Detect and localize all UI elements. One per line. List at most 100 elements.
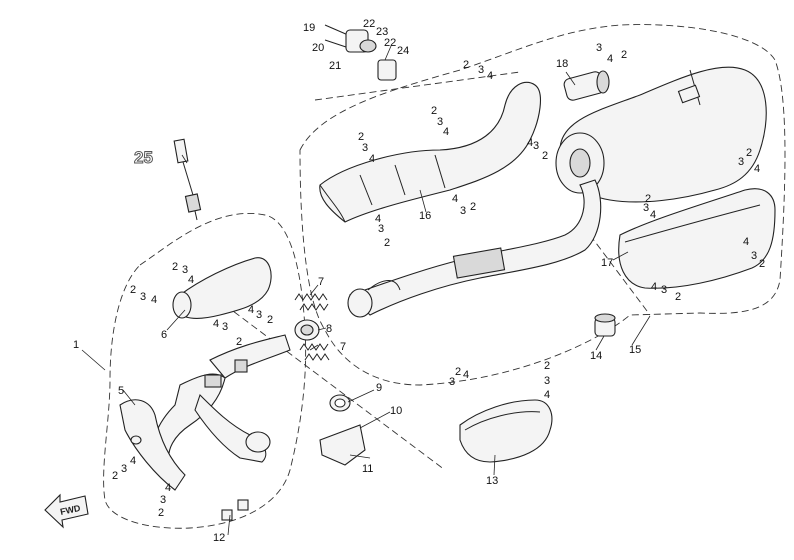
callout-3: 3 bbox=[596, 42, 602, 54]
callout-4: 4 bbox=[463, 369, 469, 381]
callout-19: 19 bbox=[303, 22, 315, 34]
callout-4: 4 bbox=[213, 318, 219, 330]
assembly-1-boundary bbox=[103, 213, 307, 529]
callout-21: 21 bbox=[329, 60, 341, 72]
callout-3: 3 bbox=[478, 64, 484, 76]
callout-2: 2 bbox=[645, 193, 651, 205]
callout-4: 4 bbox=[544, 389, 550, 401]
callout-3: 3 bbox=[449, 376, 455, 388]
callout-22: 22 bbox=[363, 18, 375, 30]
callout-3: 3 bbox=[362, 142, 368, 154]
callout-2: 2 bbox=[455, 366, 461, 378]
part-17-muffler-shield bbox=[618, 188, 776, 289]
callout-4: 4 bbox=[743, 236, 749, 248]
part-8-gasket bbox=[294, 319, 320, 341]
callout-1: 1 bbox=[73, 339, 79, 351]
callout-2: 2 bbox=[746, 147, 752, 159]
callout-4: 4 bbox=[165, 482, 171, 494]
callout-3: 3 bbox=[661, 284, 667, 296]
callout-4: 4 bbox=[487, 70, 493, 82]
callout-4: 4 bbox=[452, 193, 458, 205]
callout-18: 18 bbox=[556, 58, 568, 70]
callout-3: 3 bbox=[256, 309, 262, 321]
callout-11: 11 bbox=[362, 463, 373, 475]
callout-4: 4 bbox=[130, 455, 136, 467]
callout-13: 13 bbox=[486, 475, 498, 487]
part-hanger-bolt-set bbox=[324, 24, 397, 81]
callout-2: 2 bbox=[463, 59, 469, 71]
callout-17: 17 bbox=[601, 257, 613, 269]
callout-2: 2 bbox=[172, 261, 178, 273]
part-18-spark-arrester bbox=[563, 70, 610, 101]
callout-4: 4 bbox=[248, 304, 254, 316]
callout-2: 2 bbox=[542, 150, 548, 162]
callout-3: 3 bbox=[437, 116, 443, 128]
callout-2: 2 bbox=[544, 360, 550, 372]
callout-5: 5 bbox=[118, 385, 124, 397]
callout-3: 3 bbox=[182, 264, 188, 276]
callout-2: 2 bbox=[358, 131, 364, 143]
part-9-gasket bbox=[329, 394, 351, 412]
callout-3: 3 bbox=[378, 223, 384, 235]
callout-7: 7 bbox=[340, 341, 346, 353]
callout-23: 23 bbox=[376, 26, 388, 38]
callout-labels: 1 5 6 7 7 8 9 10 11 12 13 14 15 16 17 18… bbox=[73, 18, 765, 544]
callout-2: 2 bbox=[621, 49, 627, 61]
callout-4: 4 bbox=[375, 213, 381, 225]
part-7-springs bbox=[294, 293, 330, 361]
callout-3: 3 bbox=[222, 321, 228, 333]
callout-15: 15 bbox=[629, 344, 641, 356]
reference-line bbox=[314, 71, 521, 101]
callout-3: 3 bbox=[160, 494, 166, 506]
callout-20: 20 bbox=[312, 42, 324, 54]
part-5-lower-shield bbox=[119, 399, 186, 491]
callout-16: 16 bbox=[419, 210, 431, 222]
callout-24: 24 bbox=[397, 45, 409, 57]
reference-line bbox=[589, 234, 651, 316]
callout-4: 4 bbox=[369, 153, 375, 165]
callout-22: 22 bbox=[384, 37, 396, 49]
callout-2: 2 bbox=[384, 237, 390, 249]
leader-lines bbox=[81, 45, 651, 536]
part-14-grommet bbox=[594, 313, 616, 337]
callout-3: 3 bbox=[643, 202, 649, 214]
callout-3: 3 bbox=[533, 140, 539, 152]
callout-4: 4 bbox=[527, 137, 533, 149]
part-10-bracket bbox=[319, 424, 366, 466]
callout-14: 14 bbox=[590, 350, 602, 362]
callout-2: 2 bbox=[130, 284, 136, 296]
callout-2: 2 bbox=[158, 507, 164, 519]
callout-4: 4 bbox=[188, 274, 194, 286]
part-13-tailpipe-shield bbox=[459, 399, 553, 463]
callout-2: 2 bbox=[759, 258, 765, 270]
callout-4: 4 bbox=[650, 209, 656, 221]
callout-2: 2 bbox=[470, 201, 476, 213]
callout-12: 12 bbox=[213, 532, 225, 544]
callout-2: 2 bbox=[431, 105, 437, 117]
callout-3: 3 bbox=[121, 463, 127, 475]
callout-8: 8 bbox=[326, 323, 332, 335]
callout-4: 4 bbox=[607, 53, 613, 65]
callout-3: 3 bbox=[140, 291, 146, 303]
callout-10: 10 bbox=[390, 405, 402, 417]
part-mid-pipe bbox=[347, 179, 602, 318]
part-12-clamp bbox=[221, 499, 249, 521]
callout-4: 4 bbox=[651, 281, 657, 293]
part-6-header-shield bbox=[172, 257, 272, 319]
part-1-header bbox=[151, 334, 291, 471]
fwd-label: FWD bbox=[59, 503, 82, 517]
callout-3: 3 bbox=[751, 250, 757, 262]
callout-25: 25 bbox=[134, 148, 153, 167]
callout-9: 9 bbox=[376, 382, 382, 394]
part-25-oxygen-sensor bbox=[173, 138, 202, 221]
callout-4: 4 bbox=[754, 163, 760, 175]
callout-4: 4 bbox=[443, 126, 449, 138]
fwd-arrow-icon: FWD bbox=[44, 493, 89, 529]
reference-line bbox=[224, 304, 446, 471]
callout-2: 2 bbox=[267, 314, 273, 326]
assembly-15-boundary bbox=[299, 24, 786, 386]
callout-3: 3 bbox=[738, 156, 744, 168]
part-15-muffler bbox=[555, 66, 767, 203]
